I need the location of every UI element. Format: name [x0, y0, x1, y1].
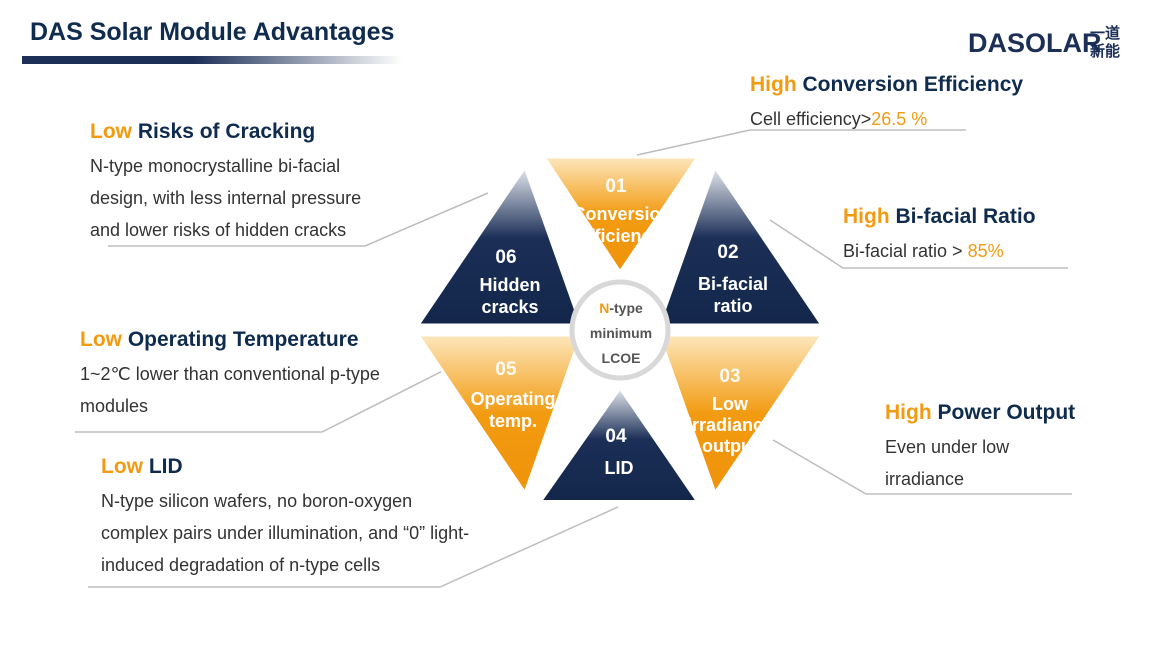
- segment-02-label-2: ratio: [713, 296, 752, 316]
- feature-bifacial-heading: High Bi-facial Ratio: [843, 204, 1083, 230]
- feature-lid: Low LID N-type silicon wafers, no boron-…: [101, 454, 476, 581]
- feature-temperature-title: Operating Temperature: [122, 328, 359, 351]
- segment-01-label-1: Conversion: [572, 204, 671, 224]
- center-circle: [569, 279, 671, 381]
- feature-temperature-desc: 1~2℃ lower than conventional p-type modu…: [80, 364, 380, 416]
- logo-chinese-bottom: 新能: [1090, 42, 1120, 60]
- feature-efficiency-desc: Cell efficiency>26.5 %: [750, 103, 1070, 135]
- segment-06-label-1: Hidden: [480, 275, 541, 295]
- segment-03-number: 03: [719, 366, 740, 387]
- feature-power-desc: Even under low irradiance: [885, 437, 1010, 489]
- feature-power-heading: High Power Output: [885, 400, 1075, 426]
- segment-04-shape: [539, 386, 699, 500]
- feature-temperature-heading: Low Operating Temperature: [80, 327, 380, 353]
- feature-efficiency-desc-prefix: Cell efficiency>: [750, 109, 872, 129]
- center-type: -type: [609, 300, 643, 316]
- feature-efficiency-heading: High Conversion Efficiency: [750, 72, 1070, 98]
- feature-power-title: Power Output: [931, 401, 1076, 424]
- segment-06-number: 06: [495, 247, 516, 268]
- page-title: DAS Solar Module Advantages: [30, 18, 395, 46]
- feature-power: High Power Output Even under low irradia…: [885, 400, 1075, 495]
- segment-03-label-3: output: [702, 436, 758, 456]
- feature-lid-highlight: Low: [101, 455, 143, 478]
- segment-05-number: 05: [495, 359, 517, 380]
- feature-cracking-desc: N-type monocrystalline bi-facial design,…: [90, 156, 362, 240]
- feature-power-highlight: High: [885, 401, 932, 424]
- segment-05-label-2: temp.: [489, 411, 537, 431]
- segment-04-number: 04: [605, 426, 627, 447]
- advantages-hexagon: 01 Conversion efficiency 02 Bi-facial ra…: [416, 155, 824, 500]
- feature-efficiency-title: Conversion Efficiency: [796, 73, 1024, 96]
- segment-03-shape: [657, 333, 824, 495]
- feature-lid-title: LID: [143, 455, 183, 478]
- segment-01-number: 01: [605, 176, 627, 197]
- center-label-2: minimum: [590, 325, 652, 341]
- segment-05-shape: [416, 333, 583, 495]
- segment-01-shape: [542, 155, 700, 274]
- logo-chinese-top: 一道: [1090, 24, 1120, 42]
- center-label-3: LCOE: [602, 350, 641, 366]
- title-underline: [22, 56, 402, 64]
- segment-03-label-2: irradiance: [687, 415, 773, 435]
- segment-03-label-1: Low: [712, 394, 749, 414]
- feature-efficiency: High Conversion Efficiency Cell efficien…: [750, 72, 1070, 135]
- feature-efficiency-highlight: High: [750, 73, 797, 96]
- feature-cracking-heading: Low Risks of Cracking: [90, 119, 390, 145]
- feature-bifacial: High Bi-facial Ratio Bi-facial ratio > 8…: [843, 204, 1083, 267]
- feature-cracking-highlight: Low: [90, 120, 132, 143]
- feature-lid-desc: N-type silicon wafers, no boron-oxygen c…: [101, 491, 470, 575]
- dasolar-logo: DASOLAR 一道 新能: [968, 24, 1120, 60]
- feature-cracking: Low Risks of Cracking N-type monocrystal…: [90, 119, 390, 246]
- feature-cracking-title: Risks of Cracking: [132, 120, 316, 143]
- segment-06-label-2: cracks: [481, 297, 538, 317]
- segment-02-shape: [657, 165, 824, 327]
- segment-02-number: 02: [717, 242, 738, 263]
- segment-02-label-1: Bi-facial: [698, 274, 768, 294]
- center-label-1: N-type: [599, 300, 643, 316]
- feature-bifacial-desc-prefix: Bi-facial ratio >: [843, 241, 968, 261]
- segment-04-label-1: LID: [605, 458, 634, 478]
- segment-01-label-2: efficiency: [578, 226, 661, 246]
- feature-efficiency-value: 26.5 %: [871, 109, 928, 129]
- feature-bifacial-value: 85%: [967, 241, 1004, 261]
- feature-temperature-highlight: Low: [80, 328, 122, 351]
- feature-bifacial-desc: Bi-facial ratio > 85%: [843, 235, 1083, 267]
- segment-06-shape: [416, 165, 583, 327]
- feature-lid-heading: Low LID: [101, 454, 476, 480]
- logo-brand-text: DASOLAR: [968, 28, 1102, 58]
- feature-temperature: Low Operating Temperature 1~2℃ lower tha…: [80, 327, 380, 422]
- segment-05-label-1: Operating: [470, 389, 555, 409]
- feature-bifacial-title: Bi-facial Ratio: [889, 205, 1036, 228]
- center-highlight: N: [599, 300, 609, 316]
- feature-bifacial-highlight: High: [843, 205, 890, 228]
